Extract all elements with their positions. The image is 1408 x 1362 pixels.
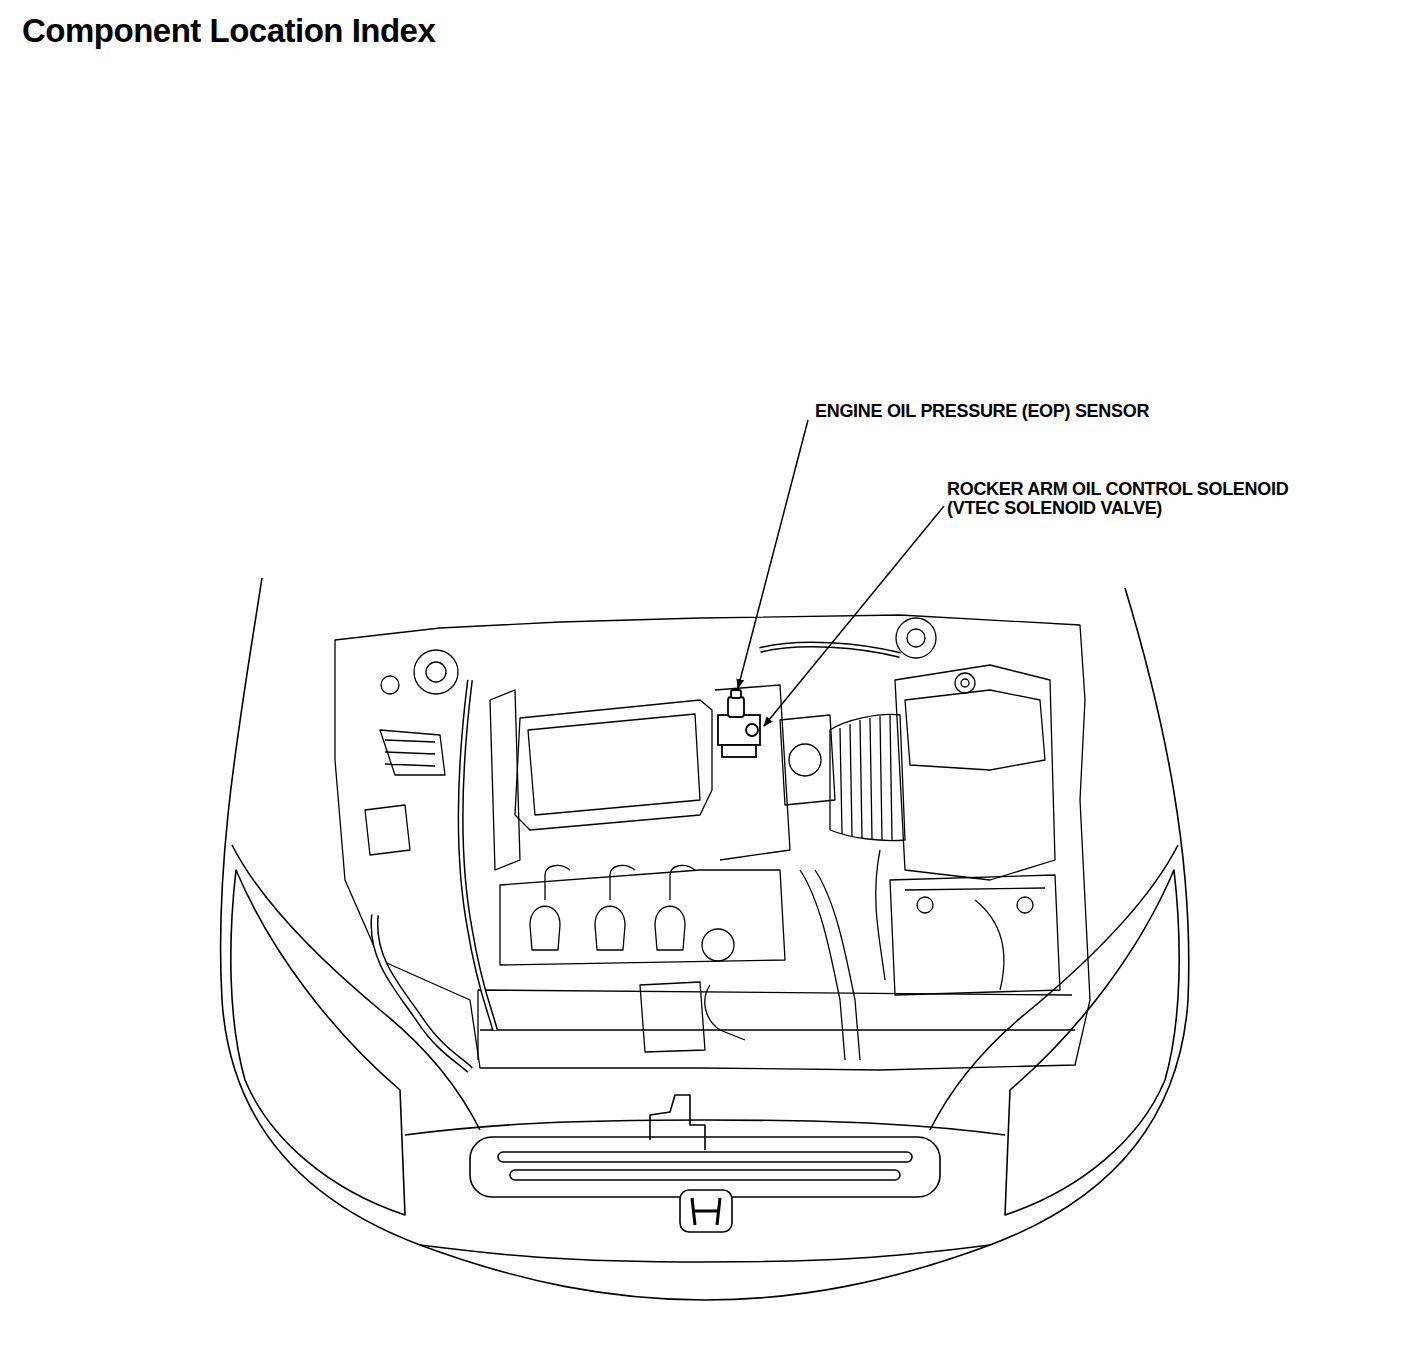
mount xyxy=(381,676,399,694)
battery-terminal xyxy=(917,897,933,913)
battery xyxy=(890,875,1060,995)
dipstick xyxy=(705,985,745,1040)
leader-line xyxy=(738,420,808,688)
leader-line xyxy=(764,506,944,726)
strut-tower xyxy=(426,662,446,682)
cylinder-bank xyxy=(490,685,790,870)
throttle-body xyxy=(789,744,821,776)
brake-lines xyxy=(380,730,445,775)
headlight xyxy=(231,870,405,1215)
leader-lines xyxy=(738,420,944,726)
headlight xyxy=(1005,870,1179,1215)
air-box-lid xyxy=(905,690,1045,770)
engine-bay xyxy=(335,615,1090,1070)
throttle-body xyxy=(780,715,835,805)
battery-terminal xyxy=(1017,897,1033,913)
page-title: Component Location Index xyxy=(22,12,435,50)
car-body xyxy=(221,578,1189,1300)
grille-slot xyxy=(498,1152,912,1162)
solenoid-connector xyxy=(722,745,756,757)
bumper-line xyxy=(420,1245,990,1262)
intake-boot xyxy=(830,714,905,840)
fender-outline xyxy=(221,578,1189,1300)
part-label: ENGINE OIL PRESSURE (EOP) SENSOR xyxy=(815,402,1149,421)
harness xyxy=(800,870,860,1060)
eop-sensor xyxy=(728,697,744,717)
coolant-hose xyxy=(374,915,470,1070)
eop-sensor-cap xyxy=(731,690,741,698)
ignition-coil xyxy=(530,865,570,950)
emblem xyxy=(680,1190,732,1232)
part-label: ROCKER ARM OIL CONTROL SOLENOID (VTEC SO… xyxy=(947,480,1332,518)
intake-hose xyxy=(461,680,495,1030)
boot-ribs xyxy=(840,715,892,840)
air-box xyxy=(895,665,1055,880)
bolt xyxy=(955,673,975,693)
hood-edge xyxy=(930,845,1178,1130)
oil-cap xyxy=(702,929,734,961)
washer-tank xyxy=(640,982,705,1052)
harness xyxy=(876,850,1004,990)
ignition-coil xyxy=(595,865,635,950)
intake-hose xyxy=(461,680,495,1030)
ignition-coil xyxy=(655,865,695,950)
engine-cover xyxy=(515,700,712,830)
front-bank xyxy=(500,870,785,965)
radiator-support xyxy=(478,990,1075,1060)
eop-sensor-and-vtec-solenoid xyxy=(718,690,760,757)
strut-tower xyxy=(907,629,925,647)
strut-tower xyxy=(414,650,458,694)
vtec-solenoid xyxy=(718,715,760,745)
bay-outline xyxy=(335,615,1090,1070)
strut-tower xyxy=(896,618,936,658)
mount xyxy=(961,679,969,687)
coolant-hose xyxy=(374,915,470,1070)
engine-cover-inner xyxy=(528,714,700,815)
grille-slot xyxy=(510,1170,900,1180)
solenoid-plug xyxy=(746,724,758,736)
hood-latch xyxy=(650,1095,705,1150)
emblem-h xyxy=(692,1198,720,1225)
relay-box xyxy=(365,805,410,855)
